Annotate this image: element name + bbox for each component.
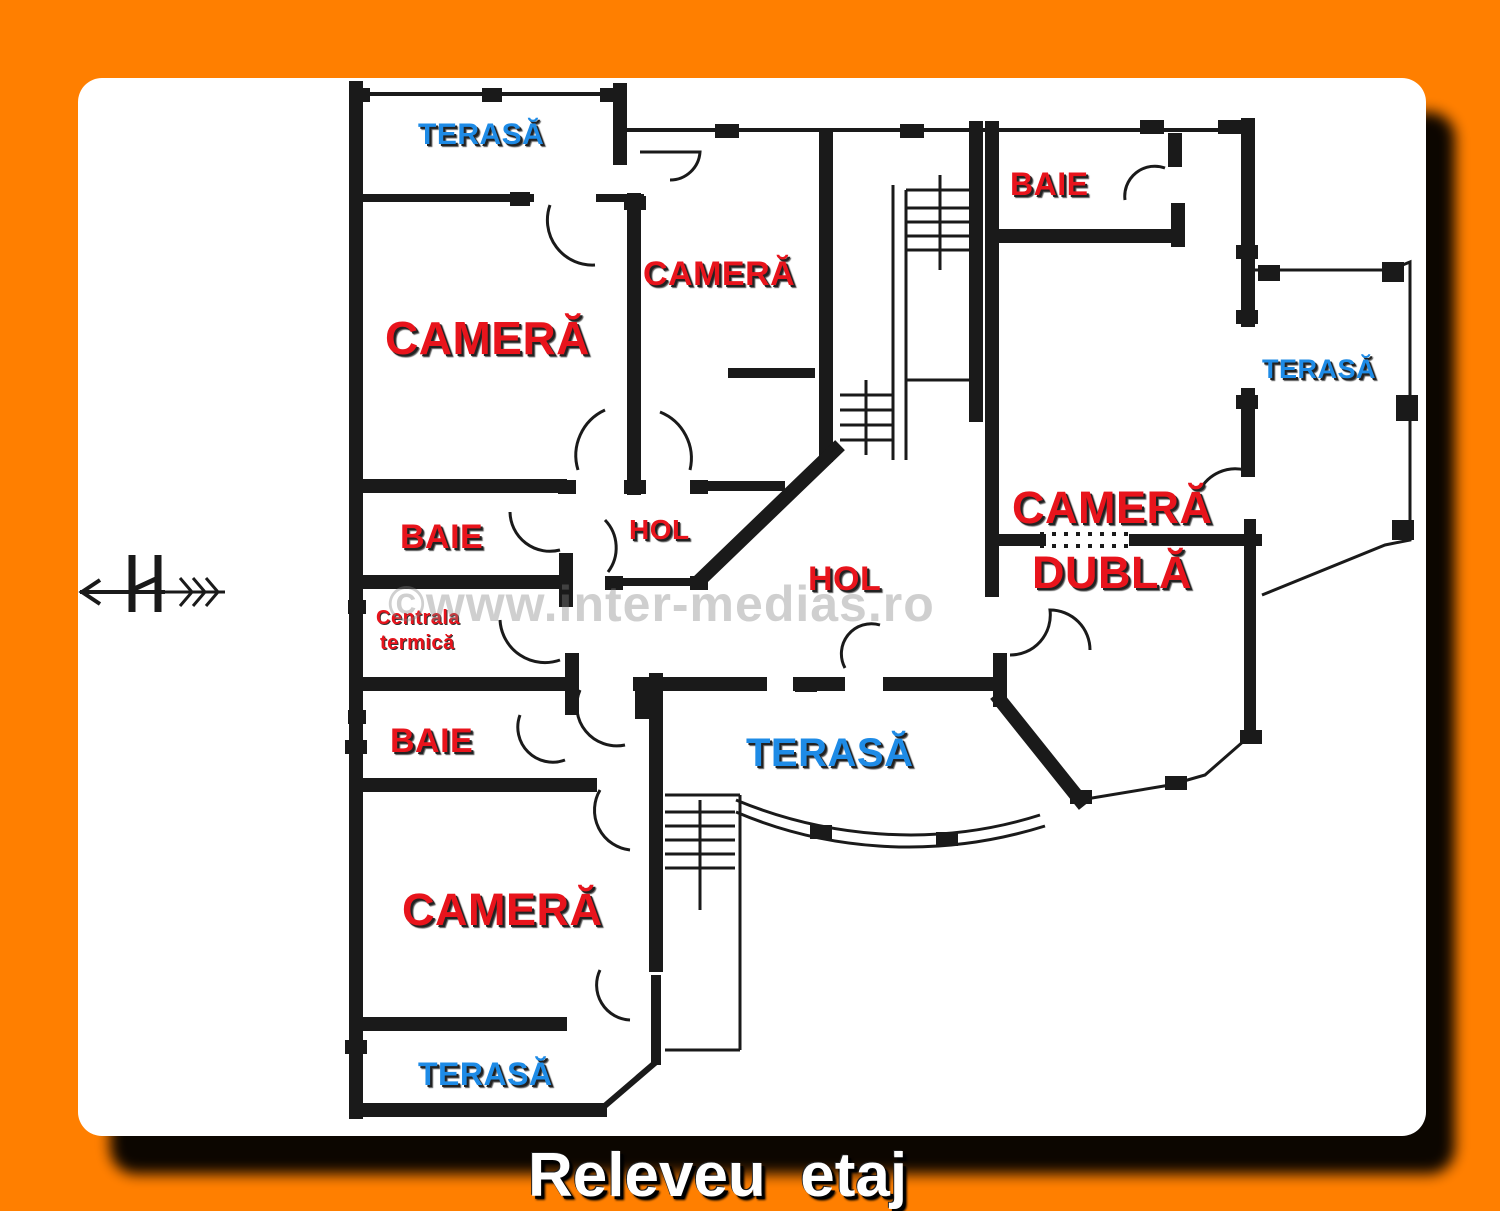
thin-lines bbox=[498, 150, 1412, 1052]
room-label-camera-dubla-1: CAMERĂ bbox=[1012, 482, 1213, 533]
room-label-camera-bottom: CAMERĂ bbox=[402, 884, 603, 935]
watermark: ©www.inter-medias.ro bbox=[388, 576, 935, 632]
room-label-camera-mid: CAMERĂ bbox=[643, 255, 796, 293]
window-marks bbox=[345, 88, 1418, 1054]
room-label-camera-dubla-2: DUBLĂ bbox=[1032, 547, 1192, 598]
room-label-baie-left2: BAIE bbox=[390, 722, 474, 760]
north-arrow bbox=[78, 555, 225, 612]
room-label-centrala-line1: Centrala bbox=[376, 607, 461, 629]
room-label-baie-left1: BAIE bbox=[400, 518, 484, 556]
room-label-centrala: Centrala termică bbox=[376, 606, 460, 656]
room-label-camera-left: CAMERĂ bbox=[385, 312, 590, 364]
room-label-terasa-top: TERASĂ bbox=[418, 118, 545, 151]
drawing-board bbox=[78, 78, 1426, 1136]
caption-title: Releveu etaj bbox=[528, 1141, 908, 1210]
north-marker-label: N bbox=[137, 560, 166, 600]
room-label-centrala-line2: termică bbox=[380, 632, 455, 654]
room-label-hol-main: HOL bbox=[808, 560, 882, 598]
room-label-terasa-right: TERASĂ bbox=[1262, 354, 1377, 384]
room-label-terasa-bottom: TERASĂ bbox=[418, 1056, 553, 1092]
room-label-hol-small: HOL bbox=[629, 514, 690, 545]
room-label-terasa-mid: TERASĂ bbox=[746, 731, 914, 775]
walls bbox=[349, 81, 1262, 1119]
room-label-baie-top: BAIE bbox=[1010, 166, 1089, 202]
